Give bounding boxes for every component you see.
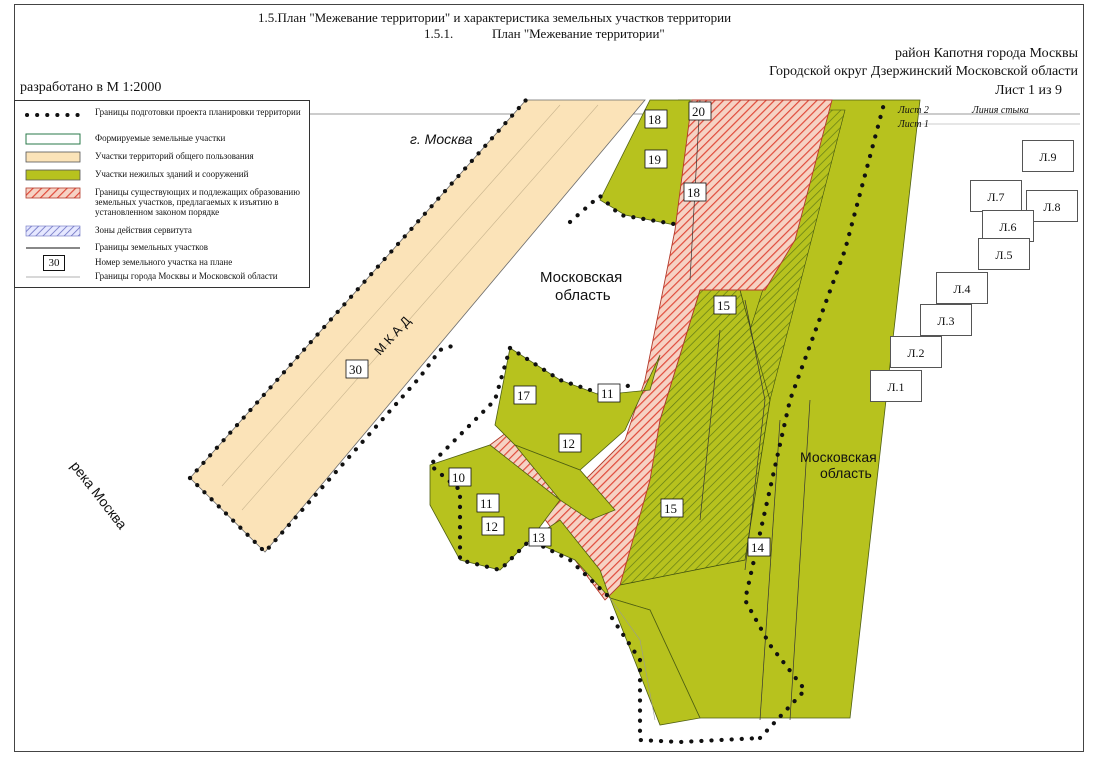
sheet-index-l6[interactable]: Л.6: [982, 210, 1034, 242]
sheet-index-l1[interactable]: Л.1: [870, 370, 922, 402]
svg-text:12: 12: [485, 519, 498, 534]
seam-label: Линия стыка: [971, 105, 1029, 116]
parcel-number-19: 19: [644, 149, 668, 169]
parcel-number-15a: 15: [713, 295, 737, 315]
svg-text:15: 15: [664, 501, 677, 516]
plan-subtitle-number: 1.5.1.: [424, 26, 454, 41]
plan-title: 1.5.План "Межевание территории" и характ…: [258, 10, 732, 25]
sheet-index-l5[interactable]: Л.5: [978, 238, 1030, 270]
sheet-index-l4[interactable]: Л.4: [936, 272, 988, 304]
parcel-number-11b: 11: [476, 493, 500, 513]
svg-text:11: 11: [601, 386, 614, 401]
scale-label: разработано в М 1:2000: [20, 80, 162, 95]
number-box-icon: 30: [43, 255, 65, 271]
okrug-label: Городской округ Дзержинский Московской о…: [769, 64, 1078, 79]
svg-text:14: 14: [751, 540, 765, 555]
sheet-index-l3[interactable]: Л.3: [920, 304, 972, 336]
mo-area-label-2: Московская: [800, 449, 877, 465]
svg-text:13: 13: [532, 530, 545, 545]
svg-text:11: 11: [480, 496, 493, 511]
parcel-number-12a: 12: [558, 433, 582, 453]
mo-area-label-1: Московская: [540, 269, 622, 286]
legend-label: Границы существующих и подлежащих образо…: [95, 187, 300, 217]
legend-label: Границы города Москвы и Московской облас…: [95, 271, 278, 281]
parcel-number-10: 10: [448, 467, 472, 487]
mo-area-label-2b: область: [820, 465, 872, 481]
moscow-border: [609, 597, 656, 721]
sheet-index-l9[interactable]: Л.9: [1022, 140, 1074, 172]
parcel-number-30: 30: [345, 359, 369, 379]
parcel-number-18a: 18: [644, 109, 668, 129]
river-label: река Москва: [68, 458, 131, 532]
sheet1-label: Лист 1: [897, 119, 929, 130]
parcel-number-13: 13: [528, 527, 552, 547]
svg-text:30: 30: [349, 362, 362, 377]
map-legend: Границы подготовки проекта планировки те…: [14, 100, 310, 288]
red-hatched-corridor: [489, 99, 833, 601]
legend-label: Границы подготовки проекта планировки те…: [95, 107, 301, 117]
svg-text:18: 18: [648, 112, 661, 127]
moscow-city-label: г. Москва: [410, 131, 473, 147]
plan-subtitle: План "Межевание территории": [492, 26, 665, 41]
outline-box-icon: [25, 133, 81, 145]
parcel-number-17: 17: [513, 385, 537, 405]
drawing-frame: [14, 4, 1084, 752]
sheet2-label: Лист 2: [897, 105, 929, 116]
parcel-number-11a: 11: [597, 383, 621, 403]
thin-line-icon: [26, 276, 80, 278]
svg-text:18: 18: [687, 185, 700, 200]
svg-text:17: 17: [517, 388, 531, 403]
legend-label: Участки нежилых зданий и сооружений: [95, 169, 249, 179]
legend-label: Формируемые земельные участки: [95, 133, 226, 143]
mo-area-label-1b: область: [555, 287, 611, 304]
parcel-number-14: 14: [747, 537, 771, 557]
parcel-number-15b: 15: [660, 498, 684, 518]
blue-hatch-icon: [25, 225, 81, 237]
parcel-number-20: 20: [688, 101, 712, 121]
parcel-12: [513, 444, 616, 521]
sheet-index-l2[interactable]: Л.2: [890, 336, 942, 368]
svg-text:15: 15: [717, 298, 730, 313]
legend-label: Номер земельного участка на плане: [95, 257, 233, 267]
svg-text:20: 20: [692, 104, 705, 119]
legend-label: Границы земельных участков: [95, 242, 208, 252]
legend-label: Участки территорий общего пользования: [95, 151, 254, 161]
svg-text:10: 10: [452, 470, 465, 485]
svg-text:19: 19: [648, 152, 661, 167]
parcel-number-12b: 12: [481, 516, 505, 536]
beige-fill-icon: [25, 151, 81, 163]
green-fill-icon: [25, 169, 81, 181]
dotted-boundary-icon: [25, 113, 81, 117]
line-icon: [26, 247, 80, 249]
parcel-number-boxes: 30 18 19 20 18 15 17 11 12 15 10 11 12 1…: [345, 101, 771, 557]
red-hatch-icon: [25, 187, 81, 199]
sheet-index-l8[interactable]: Л.8: [1026, 190, 1078, 222]
parcel-number-18b: 18: [683, 182, 707, 202]
sheet-count: Лист 1 из 9: [995, 83, 1062, 98]
sheet-index-l7[interactable]: Л.7: [970, 180, 1022, 212]
svg-text:12: 12: [562, 436, 575, 451]
district-label: район Капотня города Москвы: [894, 46, 1078, 61]
legend-label: Зоны действия сервитута: [95, 225, 192, 235]
